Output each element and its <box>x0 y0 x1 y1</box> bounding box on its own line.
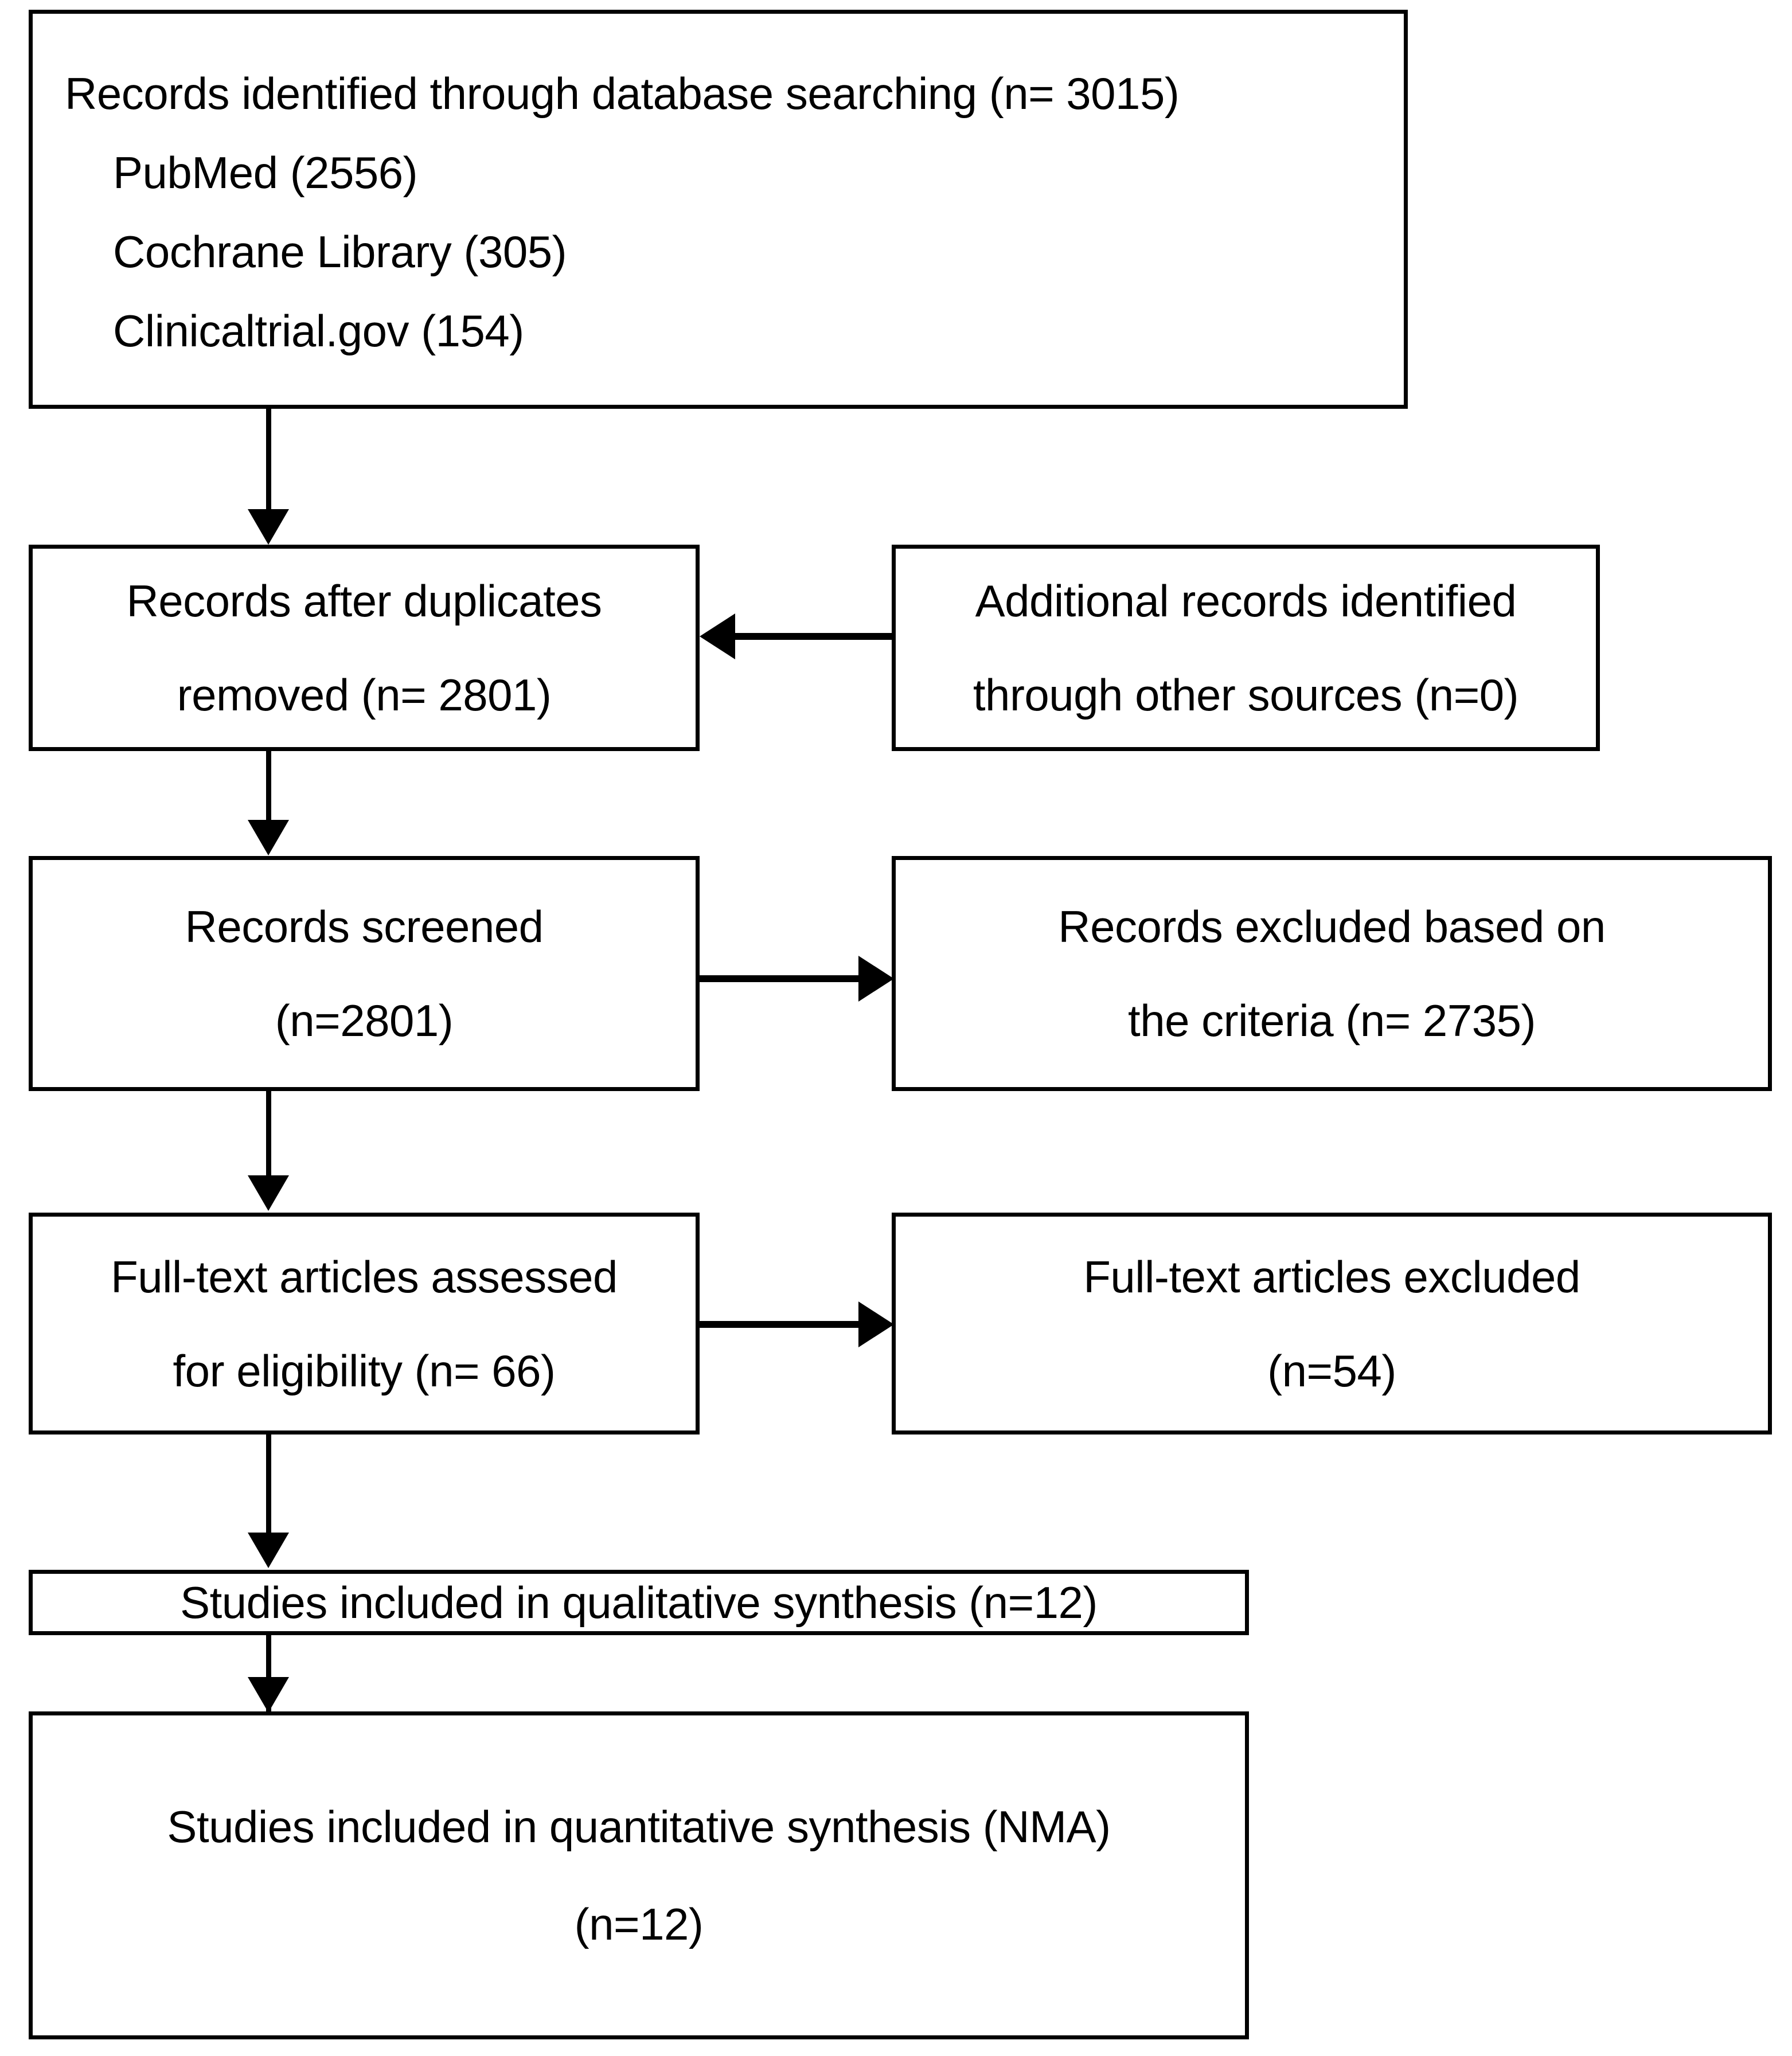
records-screened-line-2: (n=2801) <box>275 995 454 1046</box>
edge-screened-to-fulltext-line <box>266 1091 271 1177</box>
source-clinicaltrials-line: Clinicaltrial.gov (154) <box>113 306 524 356</box>
edge-duplicates-to-screened-line <box>266 751 271 823</box>
edge-additional-to-duplicates-line <box>735 633 896 640</box>
full-text-excluded-box: Full-text articles excluded (n=54) <box>892 1213 1772 1434</box>
additional-records-line-2: through other sources (n=0) <box>973 670 1519 720</box>
records-screened-box: Records screened (n=2801) <box>29 856 700 1091</box>
quantitative-synthesis-line-2: (n=12) <box>574 1899 704 1949</box>
full-text-excluded-line-1: Full-text articles excluded <box>1083 1251 1580 1302</box>
records-after-duplicates-box: Records after duplicates removed (n= 280… <box>29 545 700 751</box>
edge-screened-to-excluded-arrowhead <box>858 956 894 1002</box>
full-text-excluded-line-2: (n=54) <box>1267 1345 1396 1396</box>
records-excluded-line-1: Records excluded based on <box>1058 901 1606 952</box>
full-text-assessed-line-2: for eligibility (n= 66) <box>173 1345 556 1396</box>
records-screened-line-1: Records screened <box>185 901 544 952</box>
edge-fulltext-to-excluded-line <box>700 1321 860 1328</box>
full-text-assessed-line-1: Full-text articles assessed <box>111 1251 618 1302</box>
edge-identification-to-duplicates-arrowhead <box>248 509 289 545</box>
source-pubmed-line: PubMed (2556) <box>113 147 418 198</box>
records-after-duplicates-line-2: removed (n= 2801) <box>177 670 552 720</box>
edge-screened-to-excluded-line <box>700 975 860 982</box>
edge-identification-to-duplicates-line <box>266 409 271 512</box>
source-cochrane-line: Cochrane Library (305) <box>113 226 567 277</box>
records-after-duplicates-line-1: Records after duplicates <box>126 576 602 626</box>
quantitative-synthesis-line-1: Studies included in quantitative synthes… <box>167 1801 1111 1852</box>
records-excluded-box: Records excluded based on the criteria (… <box>892 856 1772 1091</box>
edge-additional-to-duplicates-arrowhead <box>700 613 735 659</box>
edge-fulltext-to-qualitative-line <box>266 1434 271 1535</box>
additional-records-box: Additional records identified through ot… <box>892 545 1600 751</box>
full-text-assessed-box: Full-text articles assessed for eligibil… <box>29 1213 700 1434</box>
records-excluded-line-2: the criteria (n= 2735) <box>1128 995 1536 1046</box>
edge-duplicates-to-screened-arrowhead <box>248 820 289 855</box>
qualitative-synthesis-line: Studies included in qualitative synthesi… <box>180 1577 1098 1628</box>
edge-screened-to-fulltext-arrowhead <box>248 1175 289 1211</box>
records-identified-total-line: Records identified through database sear… <box>65 68 1180 119</box>
edge-qualitative-to-quantitative-arrowhead <box>248 1677 289 1713</box>
quantitative-synthesis-box: Studies included in quantitative synthes… <box>29 1711 1249 2039</box>
records-identified-box: Records identified through database sear… <box>29 10 1408 409</box>
edge-fulltext-to-excluded-arrowhead <box>858 1301 894 1347</box>
qualitative-synthesis-box: Studies included in qualitative synthesi… <box>29 1570 1249 1635</box>
edge-fulltext-to-qualitative-arrowhead <box>248 1533 289 1568</box>
additional-records-line-1: Additional records identified <box>975 576 1517 626</box>
